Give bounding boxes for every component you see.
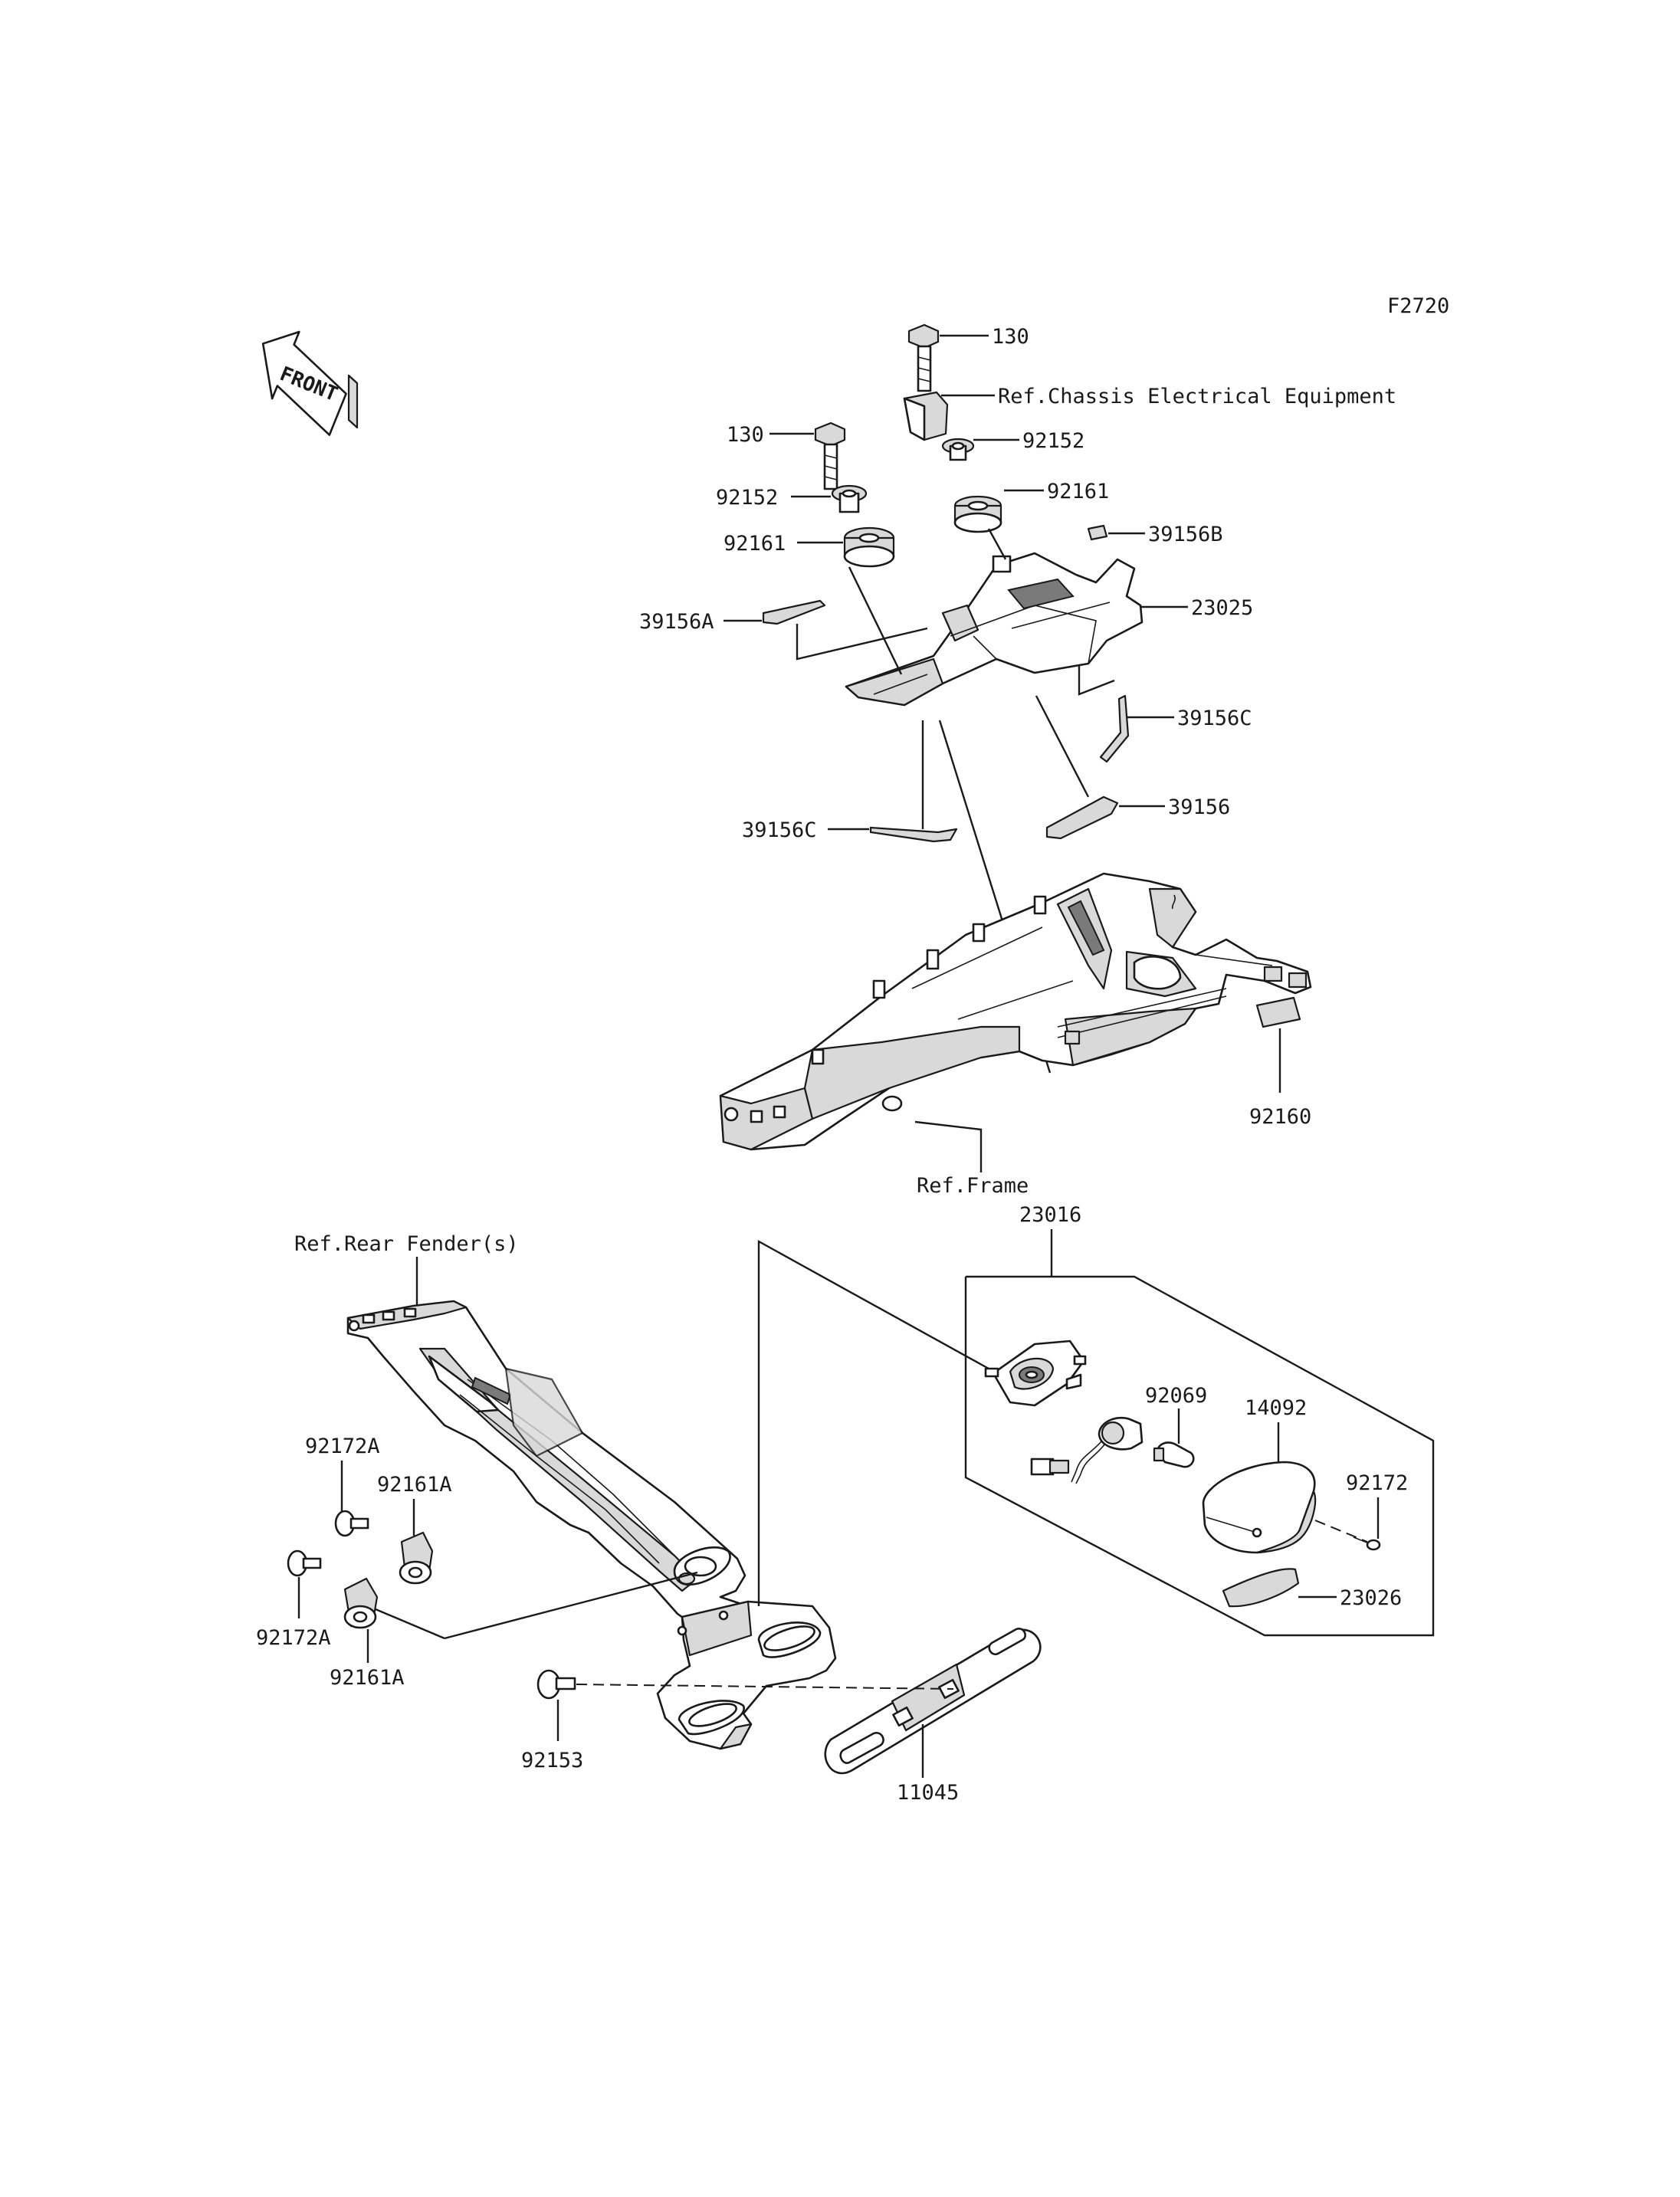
figure-code: F2720 — [1387, 294, 1449, 318]
label-39156: 39156 — [1168, 795, 1230, 819]
label-92160: 92160 — [1249, 1105, 1311, 1129]
label-92172A-bottom: 92172A — [256, 1626, 331, 1650]
label-92172A-top: 92172A — [305, 1435, 380, 1458]
chassis-bracket — [903, 391, 949, 441]
label-92161A-bottom: 92161A — [330, 1666, 405, 1690]
ref-chassis-electrical: Ref.Chassis Electrical Equipment — [998, 385, 1396, 408]
label-23016: 23016 — [1019, 1203, 1081, 1227]
license-bracket — [656, 1600, 837, 1750]
lens-14092 — [1202, 1461, 1317, 1554]
label-92161A-top: 92161A — [377, 1473, 452, 1497]
bolt-130-top — [907, 323, 940, 392]
pad-39156C-right — [1099, 694, 1130, 763]
rear-frame — [719, 872, 1312, 1151]
bolt-130-left — [814, 421, 846, 490]
label-39156C-left: 39156C — [742, 818, 817, 842]
label-130-top: 130 — [992, 325, 1029, 349]
rear-fender — [346, 1300, 756, 1643]
pad-39156 — [1045, 795, 1119, 840]
collar-92152-left — [831, 484, 868, 513]
label-92161-left: 92161 — [724, 532, 786, 556]
ref-frame: Ref.Frame — [917, 1174, 1029, 1198]
label-39156A: 39156A — [639, 610, 714, 634]
damper-92161A-bottom — [343, 1577, 379, 1629]
lens-23026 — [1222, 1568, 1300, 1608]
pad-39156B — [1087, 524, 1108, 541]
label-92172: 92172 — [1346, 1471, 1408, 1495]
bolt-92153 — [536, 1669, 576, 1700]
label-92152-left: 92152 — [716, 486, 778, 510]
front-arrow-icon: FRONT — [261, 330, 359, 436]
tail-lamp-23025 — [845, 552, 1144, 707]
label-92152-right: 92152 — [1022, 429, 1084, 453]
screw-92172 — [1353, 1536, 1381, 1551]
damper-92161A-top — [399, 1531, 434, 1585]
label-92153: 92153 — [521, 1749, 583, 1772]
bolt-92172A-top — [334, 1510, 369, 1537]
label-39156B: 39156B — [1148, 523, 1223, 546]
label-92069: 92069 — [1145, 1384, 1207, 1408]
label-130-left: 130 — [727, 423, 764, 447]
label-23026: 23026 — [1340, 1586, 1402, 1610]
bolt-92172A-bottom — [287, 1549, 322, 1577]
label-92161-right: 92161 — [1047, 480, 1109, 503]
lamp-housing — [984, 1340, 1087, 1407]
lamp-socket — [1030, 1417, 1144, 1484]
label-14092: 14092 — [1245, 1396, 1307, 1420]
pad-92160 — [1255, 996, 1301, 1028]
group-box-23016 — [964, 1275, 1435, 1637]
label-11045: 11045 — [897, 1781, 959, 1805]
ref-rear-fender: Ref.Rear Fender(s) — [294, 1232, 519, 1256]
damper-92161-left — [843, 526, 895, 568]
plate-bracket-11045 — [824, 1628, 1042, 1775]
label-23025: 23025 — [1191, 596, 1253, 620]
pad-39156A — [762, 599, 826, 625]
pad-39156C-left — [869, 826, 958, 843]
collar-92152-right — [941, 438, 975, 461]
label-39156C-right: 39156C — [1177, 707, 1252, 730]
bulb-92069 — [1153, 1441, 1195, 1468]
damper-92161-right — [953, 495, 1002, 533]
